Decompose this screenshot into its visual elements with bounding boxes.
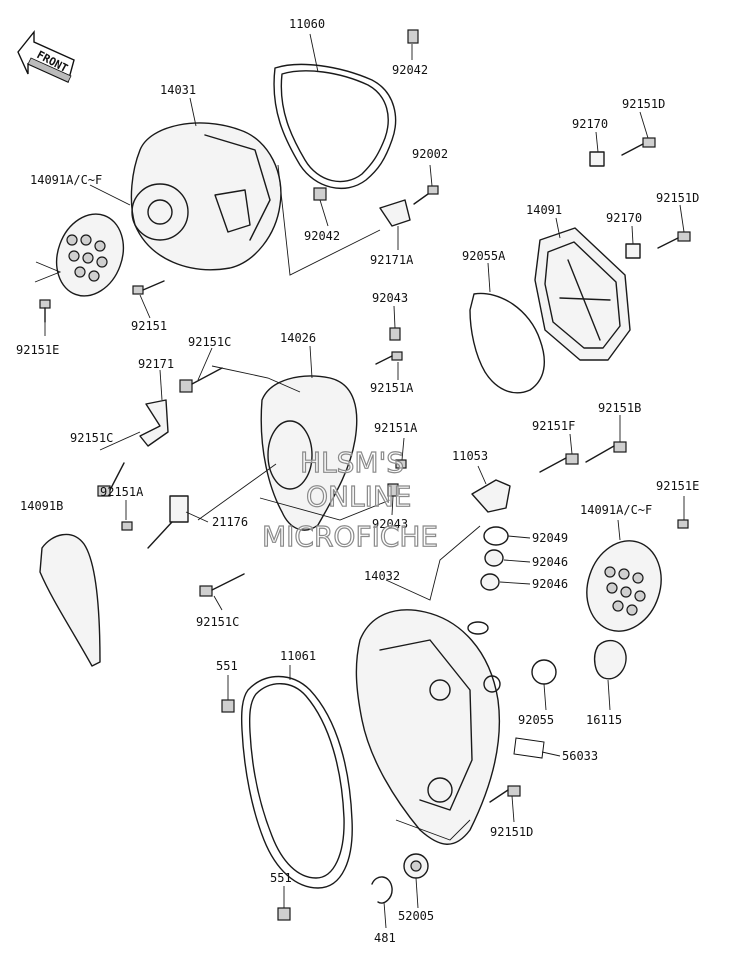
label-92170-top: 92170 bbox=[572, 117, 608, 131]
dowel-pin-92042-lower bbox=[313, 187, 327, 201]
bolt-92151f bbox=[539, 453, 579, 473]
bolt-92151c-top bbox=[179, 367, 223, 393]
seal-92049 bbox=[483, 526, 509, 546]
plug-16115 bbox=[593, 639, 627, 680]
dowel-92043-top bbox=[389, 327, 401, 341]
dowel-551-bottom bbox=[277, 907, 291, 921]
label-11053: 11053 bbox=[452, 449, 488, 463]
bolt-92151d-mid bbox=[657, 231, 691, 249]
label-92170-mid: 92170 bbox=[606, 211, 642, 225]
cover-plate-14091acf-right bbox=[586, 540, 662, 632]
label-14032: 14032 bbox=[364, 569, 400, 583]
label-56033: 56033 bbox=[562, 749, 598, 763]
label-92151d-bottom: 92151D bbox=[490, 825, 533, 839]
collar-92170-mid bbox=[625, 243, 641, 259]
clamp-92171a bbox=[379, 199, 411, 227]
bolt-92002 bbox=[413, 185, 439, 205]
label-14091: 14091 bbox=[526, 203, 562, 217]
bracket-11053 bbox=[471, 479, 511, 513]
clutch-cover-14032 bbox=[355, 609, 501, 845]
label-92171a: 92171A bbox=[370, 253, 414, 267]
label-21176: 21176 bbox=[212, 515, 248, 529]
label-92042-top: 92042 bbox=[392, 63, 428, 77]
label-14026: 14026 bbox=[280, 331, 316, 345]
watermark: HLSM'S ONLINE MICROFICHE bbox=[261, 445, 438, 553]
label-92171: 92171 bbox=[138, 357, 174, 371]
label-92151b: 92151B bbox=[598, 401, 641, 415]
gasket-11061 bbox=[240, 675, 353, 889]
label-481: 481 bbox=[374, 931, 396, 945]
label-14091acf-right: 14091A/C~F bbox=[580, 503, 652, 517]
label-16115: 16115 bbox=[586, 713, 622, 727]
bracket-92171 bbox=[139, 399, 169, 447]
bolt-92151c-bottom bbox=[199, 573, 245, 597]
watermark-line2: ONLINE bbox=[306, 480, 411, 513]
collar-92170-top bbox=[589, 151, 605, 167]
label-92043-top: 92043 bbox=[372, 291, 408, 305]
watermark-line1: HLSM'S bbox=[300, 446, 404, 479]
label-92151d-top: 92151D bbox=[622, 97, 665, 111]
label-551-bottom: 551 bbox=[270, 871, 292, 885]
bolt-92151a-top bbox=[375, 351, 403, 365]
label-92042-lower: 92042 bbox=[304, 229, 340, 243]
front-arrow-icon: FRONT bbox=[17, 30, 75, 83]
gasket-11060 bbox=[273, 63, 397, 189]
bolt-92151d-bottom bbox=[489, 785, 521, 803]
o-ring-92055a bbox=[469, 292, 546, 394]
bolt-92151a-left bbox=[121, 521, 133, 531]
bolt-92151 bbox=[132, 280, 165, 295]
pickup-cover-14026 bbox=[260, 375, 358, 531]
label-92151f: 92151F bbox=[532, 419, 575, 433]
cover-plate-14091acf-left bbox=[55, 213, 125, 297]
label-56033 bbox=[513, 737, 545, 759]
bolt-92151c-left bbox=[97, 462, 125, 497]
label-92151e-right: 92151E bbox=[656, 479, 699, 493]
bolt-92151d-top bbox=[621, 137, 656, 156]
label-92151c-left: 92151C bbox=[70, 431, 113, 445]
label-551-top: 551 bbox=[216, 659, 238, 673]
cover-plate-14091b bbox=[39, 533, 101, 667]
label-92049: 92049 bbox=[532, 531, 568, 545]
label-92151c-top: 92151C bbox=[188, 335, 231, 349]
label-14031: 14031 bbox=[160, 83, 196, 97]
dowel-551-top bbox=[221, 699, 235, 713]
generator-cover-14031 bbox=[130, 122, 282, 271]
label-92151e-left: 92151E bbox=[16, 343, 59, 357]
label-92002: 92002 bbox=[412, 147, 448, 161]
o-ring-92055 bbox=[531, 659, 557, 685]
label-14091acf-top: 14091A/C~F bbox=[30, 173, 102, 187]
label-92046-b: 92046 bbox=[532, 577, 568, 591]
label-14091b: 14091B bbox=[20, 499, 63, 513]
label-92151c-bottom: 92151C bbox=[196, 615, 239, 629]
label-92151a-left: 92151A bbox=[100, 485, 144, 499]
dowel-pin-92042-top bbox=[407, 29, 419, 44]
label-92055a: 92055A bbox=[462, 249, 506, 263]
circlip-481 bbox=[371, 876, 393, 904]
bearing-92046-a bbox=[484, 549, 504, 567]
watermark-line3: MICROFICHE bbox=[262, 520, 438, 553]
bolt-92151e-left bbox=[39, 299, 51, 323]
bolt-92151a-mid bbox=[395, 459, 407, 469]
label-11060: 11060 bbox=[289, 17, 325, 31]
label-92046-a: 92046 bbox=[532, 555, 568, 569]
label-52005: 52005 bbox=[398, 909, 434, 923]
sensor-21176 bbox=[147, 495, 189, 549]
cover-14091 bbox=[534, 227, 631, 361]
label-92151: 92151 bbox=[131, 319, 167, 333]
label-92151d-mid: 92151D bbox=[656, 191, 699, 205]
label-92151a-mid: 92151A bbox=[374, 421, 418, 435]
label-92055: 92055 bbox=[518, 713, 554, 727]
label-11061: 11061 bbox=[280, 649, 316, 663]
bolt-92151e-right bbox=[677, 519, 689, 529]
bearing-92046-b bbox=[480, 573, 500, 591]
gear-52005 bbox=[403, 853, 429, 879]
part-labels: 11060 92042 14031 14091A/C~F 92042 92002… bbox=[16, 17, 699, 945]
label-92043-mid: 92043 bbox=[372, 517, 408, 531]
bolt-92151b bbox=[585, 441, 627, 463]
label-92151a-top: 92151A bbox=[370, 381, 414, 395]
leader-lines bbox=[34, 33, 685, 929]
